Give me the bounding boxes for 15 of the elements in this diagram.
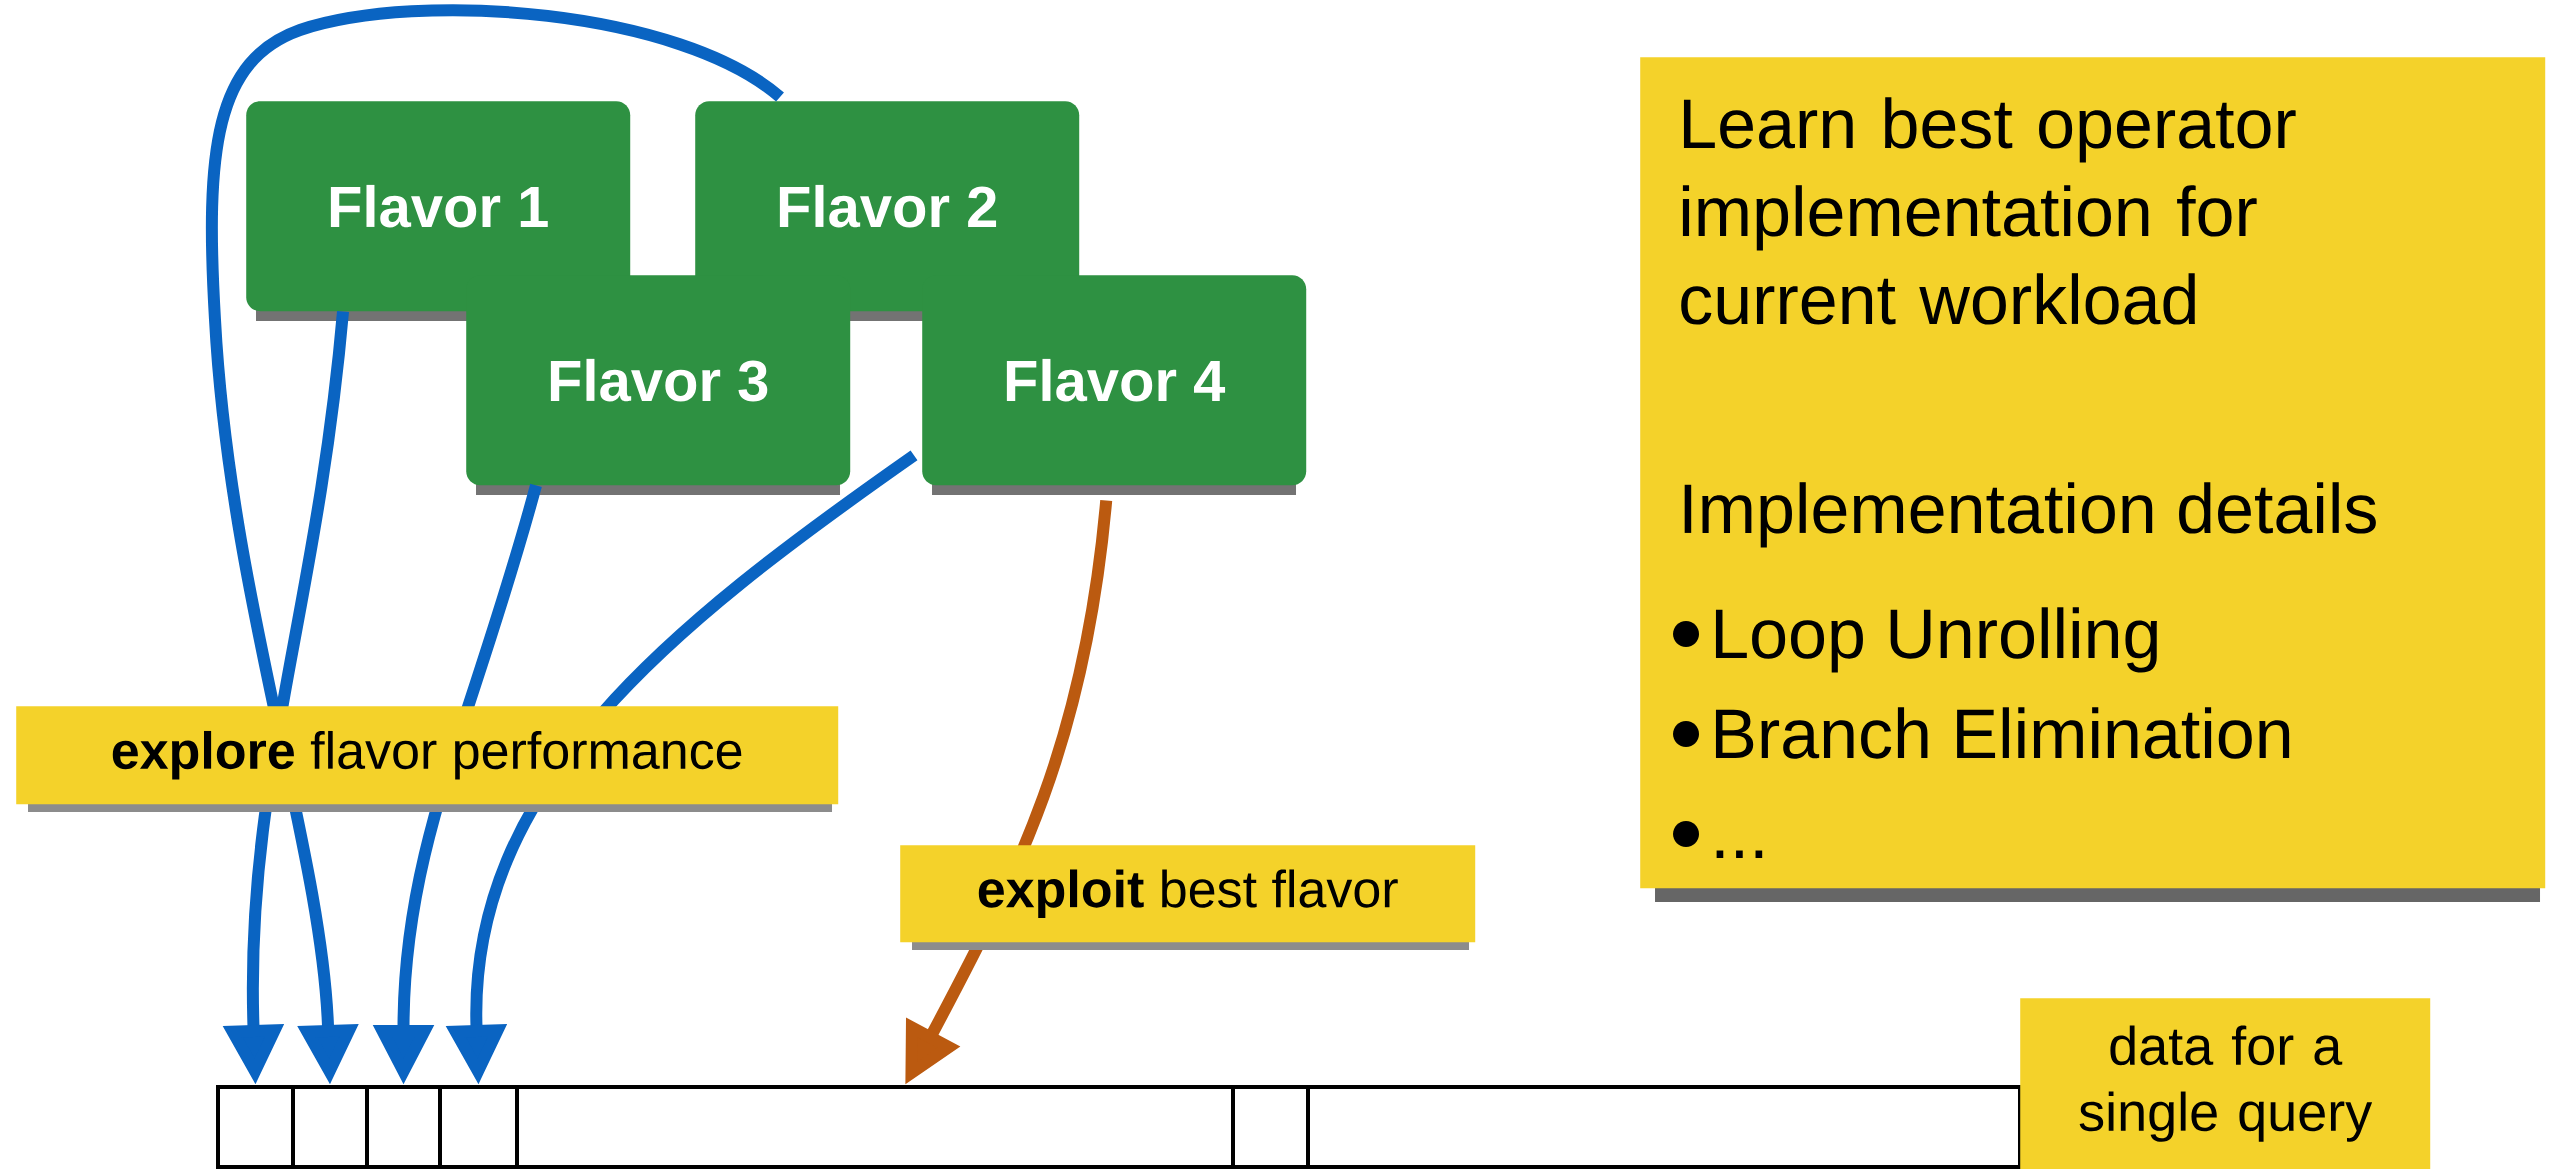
note-text: Learn best operator implementation for current workload <box>1681 97 2296 325</box>
bullet-item: Branch Elimination <box>1715 707 2290 759</box>
flavor-box: Flavor 4 <box>922 275 1307 495</box>
note-card <box>1640 57 2546 902</box>
node-label: Flavor 2 <box>779 184 997 228</box>
text-tag: data for a single query <box>2020 998 2431 1169</box>
flavor-box: Flavor 3 <box>466 275 851 495</box>
data-cell <box>1306 1085 2022 1169</box>
note-heading: Implementation details <box>1684 482 2376 548</box>
node-label: Flavor 3 <box>550 358 768 402</box>
edge-label: exploit best flavor <box>900 845 1476 950</box>
edge-label: explore flavor performance <box>16 706 839 812</box>
bullet-item: ... <box>1716 850 1763 858</box>
bullet-item: Loop Unrolling <box>1715 607 2157 673</box>
flavor-box: Flavor 1 <box>246 101 631 321</box>
